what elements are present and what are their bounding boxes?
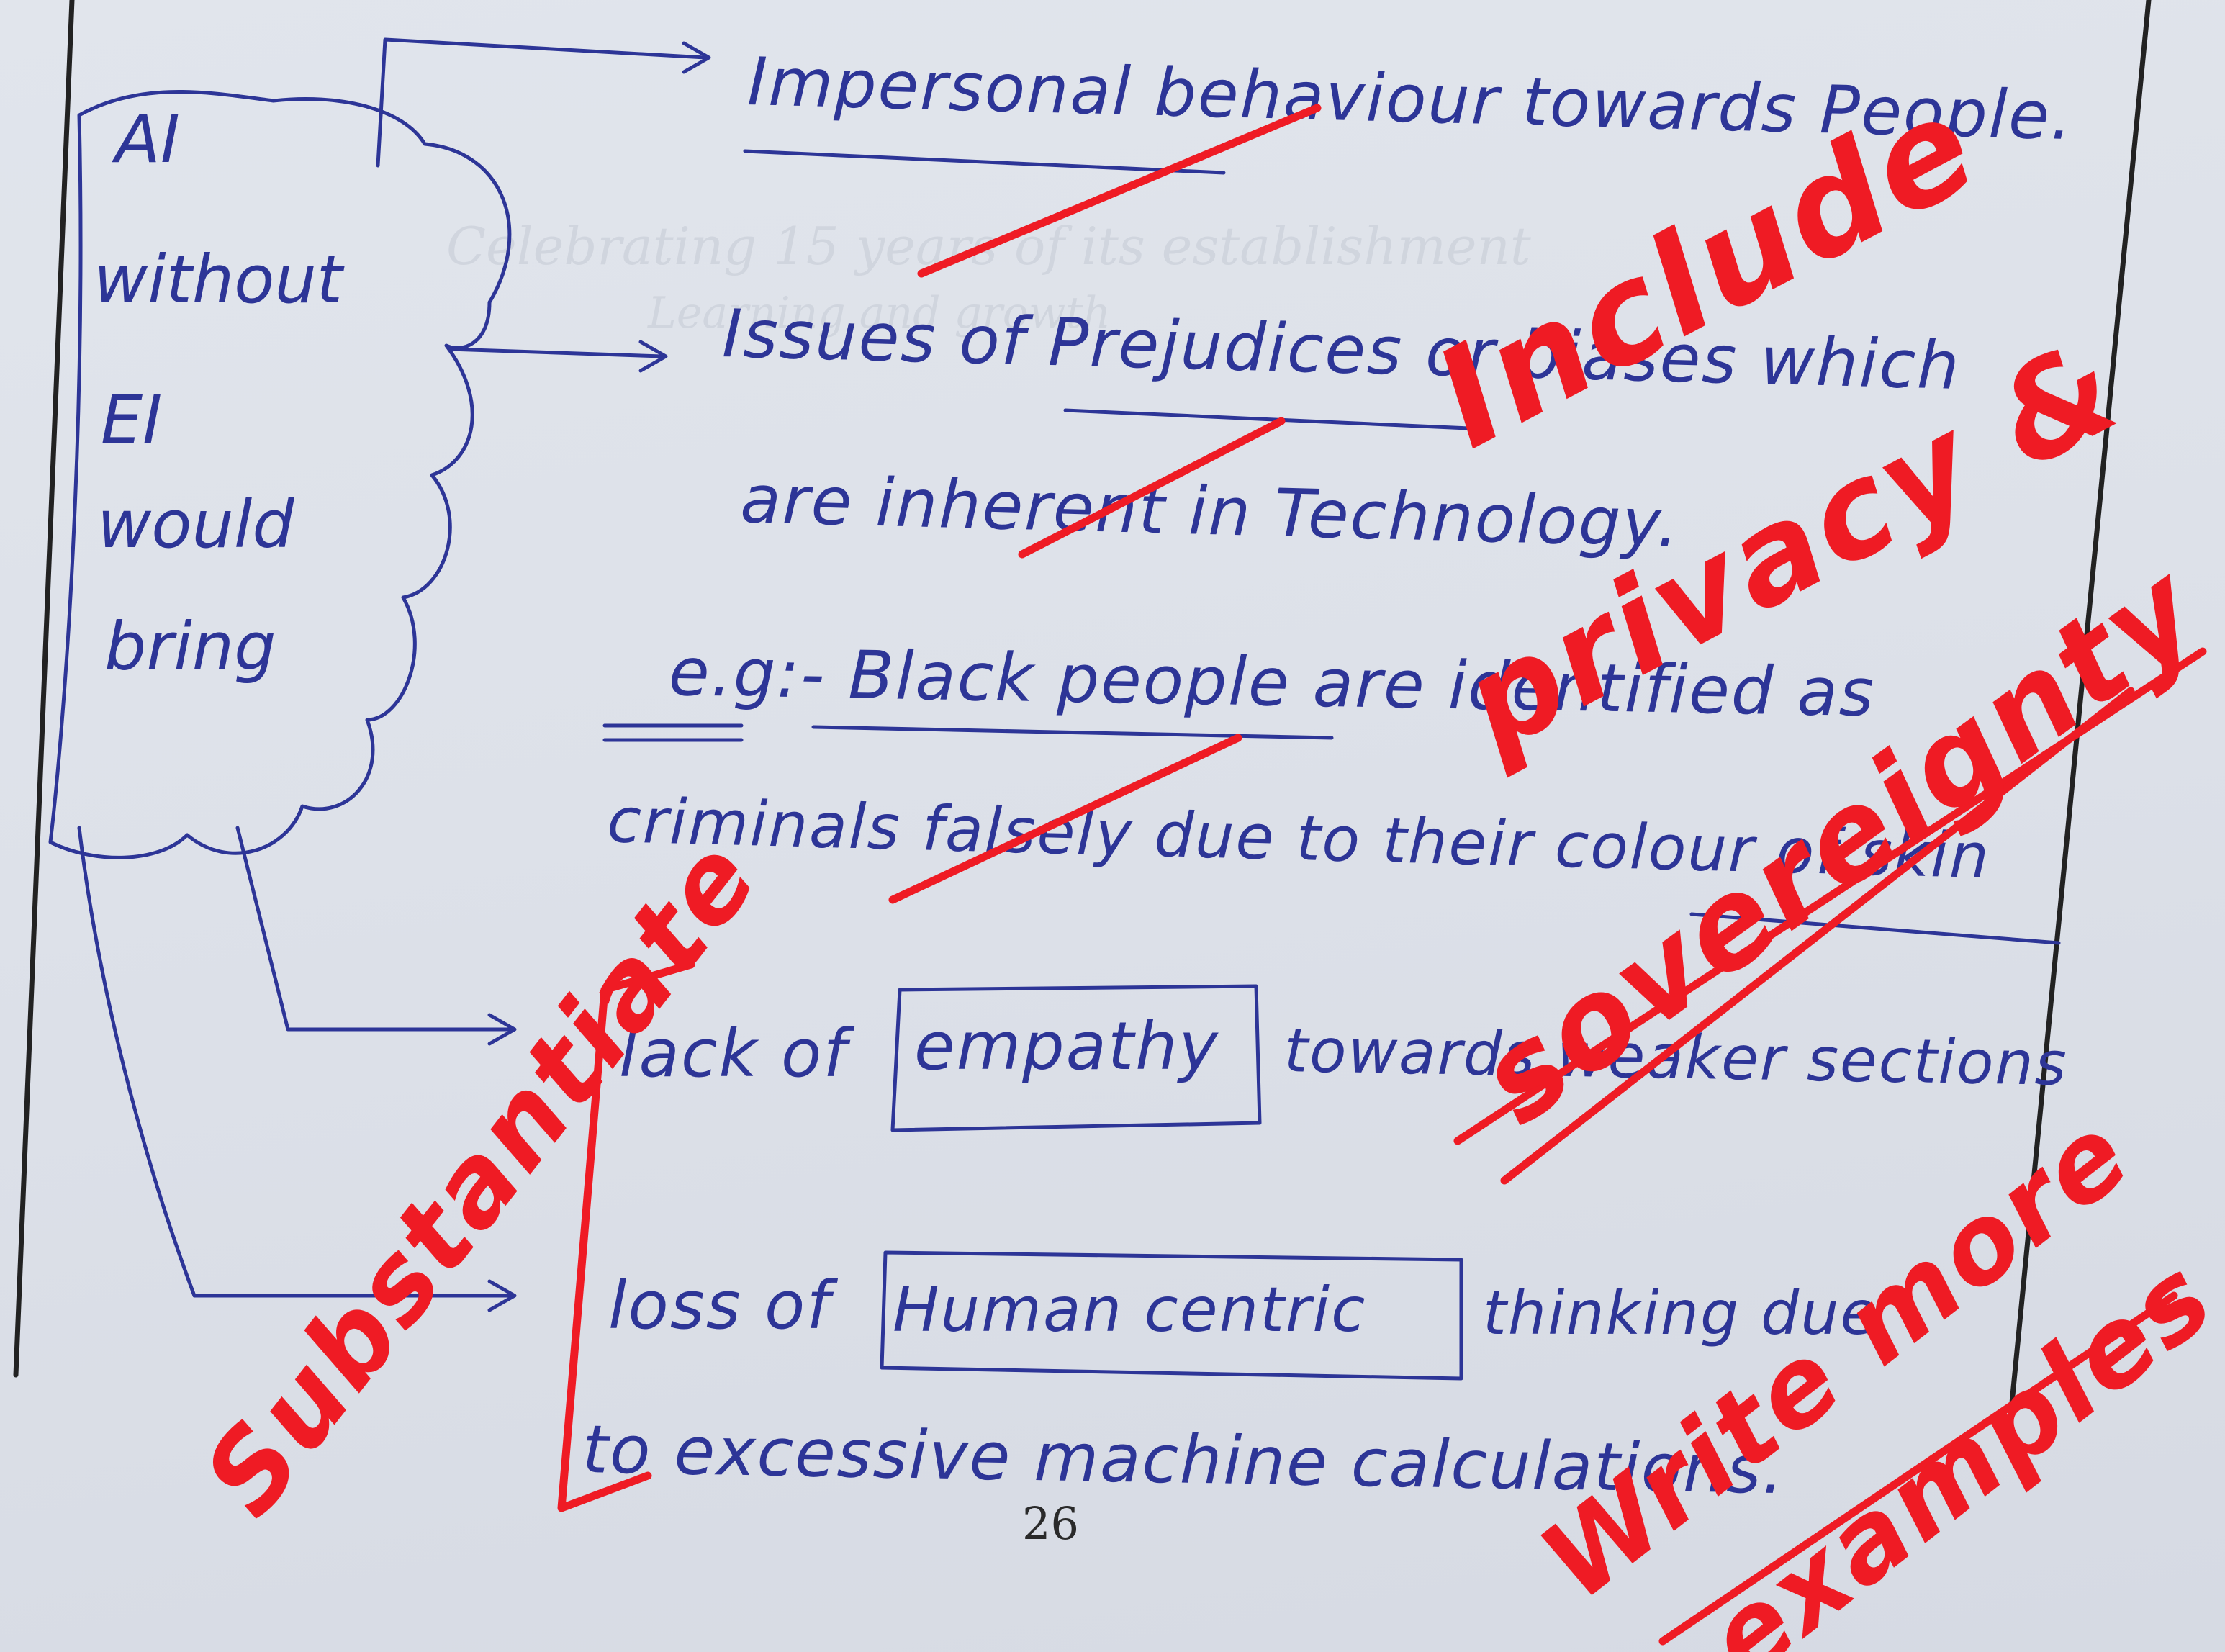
underline-black-people xyxy=(811,725,1334,740)
cloud-label-line-2: without xyxy=(94,241,343,318)
arrow-2 xyxy=(448,347,664,358)
underline-colour-of-skin xyxy=(1689,912,2061,945)
arrow-4 xyxy=(77,826,513,1298)
note-line-6a: lack of xyxy=(619,1015,848,1092)
substantiate-bracket xyxy=(557,960,695,1512)
page-number: 26 xyxy=(1022,1497,1079,1550)
cloud-label-line-5: bring xyxy=(104,608,276,685)
right-margin-line xyxy=(2005,0,2152,1443)
left-margin-line xyxy=(13,0,75,1378)
thought-cloud-outline xyxy=(48,90,512,859)
examples-underline xyxy=(1658,1291,2178,1646)
red-slash-3 xyxy=(888,734,1242,904)
note-line-7b: Human centric xyxy=(893,1274,1367,1346)
red-slash-1 xyxy=(917,104,1322,278)
cloud-label-line-1: AI xyxy=(115,101,181,178)
underline-prejudices xyxy=(1063,408,1471,430)
cloud-label-line-4: would xyxy=(97,486,294,563)
note-line-7a: loss of xyxy=(608,1267,831,1344)
cloud-label-line-3: EI xyxy=(101,382,163,459)
underline-impersonal xyxy=(743,149,1226,175)
red-slash-2 xyxy=(1018,417,1286,559)
arrow-3 xyxy=(235,826,513,1032)
box-human-centric xyxy=(880,1250,1463,1381)
note-line-7c: thinking due xyxy=(1483,1278,1879,1348)
sovereignty-underline-2 xyxy=(1500,687,2135,1185)
box-empathy xyxy=(890,984,1262,1132)
background-print-line-2: Learning and growth xyxy=(648,288,1111,338)
note-line-6b: empathy xyxy=(914,1008,1219,1085)
arrow-1 xyxy=(376,37,708,168)
